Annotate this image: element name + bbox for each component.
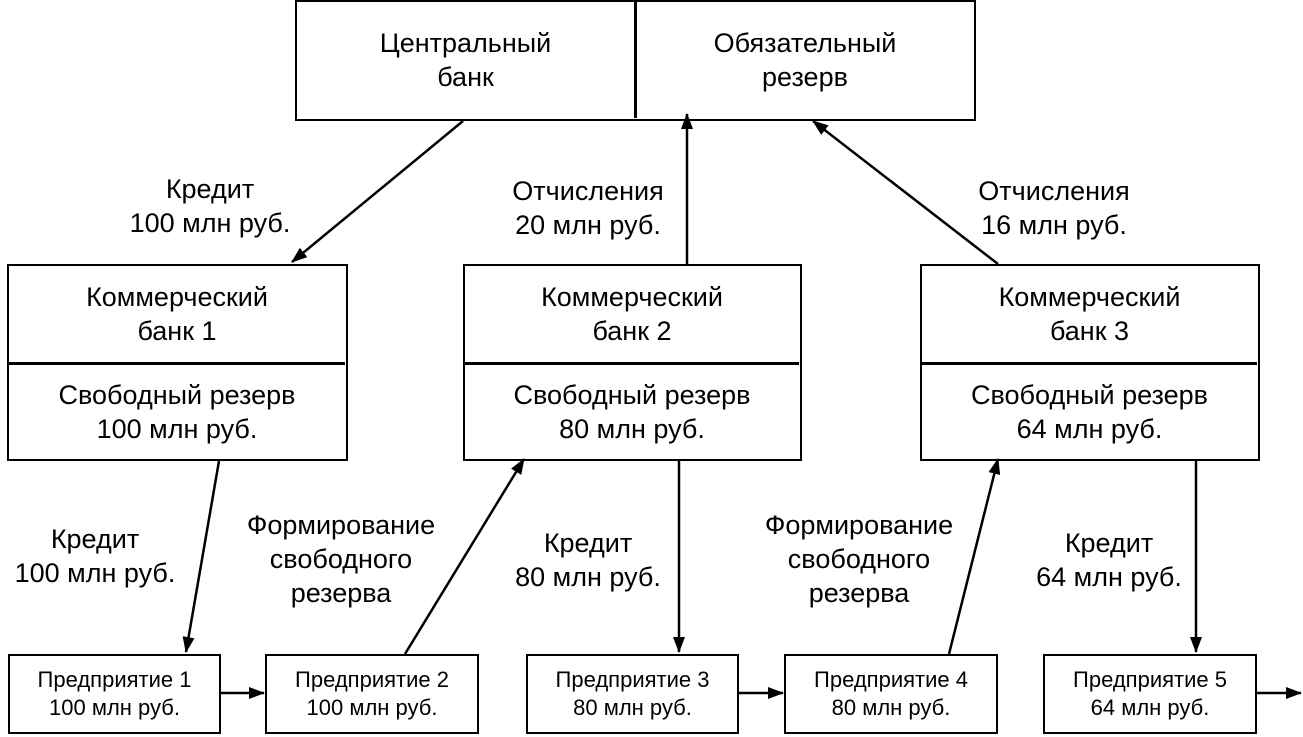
label-otch-1: Отчисления 20 млн руб. (490, 174, 686, 242)
bank-3-title-line2: банк 3 (1049, 316, 1130, 346)
enterprise-4: Предприятие 4 80 млн руб. (784, 654, 998, 734)
bank-1-reserve-label: Свободный резерв (58, 379, 296, 410)
label-otch-2: Отчисления 16 млн руб. (956, 174, 1152, 242)
label-form-1: Формирование свободного резерва (228, 508, 454, 610)
commercial-bank-2: Коммерческий банк 2 Свободный резерв 80 … (463, 264, 802, 461)
bank-1-title: Коммерческий банк 1 (9, 266, 345, 362)
label-form-2-line1: Формирование (764, 510, 954, 540)
label-otch-2-line1: Отчисления (978, 176, 1130, 206)
label-form-1-line2: свободного (269, 544, 413, 574)
central-divider (634, 2, 637, 118)
mandatory-reserve-line2: резерв (762, 62, 848, 92)
label-form-1-line3: резерва (290, 578, 392, 608)
label-otch-1-line2: 20 млн руб. (515, 210, 661, 240)
commercial-bank-1: Коммерческий банк 1 Свободный резерв 100… (7, 264, 348, 461)
bank-1-title-line1: Коммерческий (86, 282, 268, 312)
bank-1-title-line2: банк 1 (137, 316, 217, 346)
bank-1-free-reserve: Свободный резерв 100 млн руб. (9, 365, 345, 458)
label-otch-1-line1: Отчисления (512, 176, 664, 206)
label-credit-3-line1: Кредит (1064, 528, 1154, 558)
label-credit-2: Кредит 80 млн руб. (498, 526, 678, 594)
label-credit-1: Кредит 100 млн руб. (0, 522, 190, 590)
bank-2-free-reserve: Свободный резерв 80 млн руб. (465, 365, 799, 458)
label-credit-2-line2: 80 млн руб. (515, 562, 661, 592)
bank-1-reserve-amount: 100 млн руб. (96, 413, 258, 444)
mandatory-reserve-label: Обязательный резерв (637, 2, 973, 118)
label-otch-2-line2: 16 млн руб. (981, 210, 1127, 240)
central-bank-line2: банк (437, 62, 494, 92)
label-credit-2-line1: Кредит (543, 528, 633, 558)
enterprise-1-name: Предприятие 1 (37, 667, 192, 692)
enterprise-3: Предприятие 3 80 млн руб. (526, 654, 739, 734)
enterprise-5-amount: 64 млн руб. (1090, 695, 1210, 720)
bank-3-reserve-label: Свободный резерв (971, 379, 1208, 410)
arrow-bank1-to-ent1 (182, 460, 221, 653)
enterprise-4-amount: 80 млн руб. (831, 695, 951, 720)
label-credit-top: Кредит 100 млн руб. (110, 172, 310, 240)
label-form-2-line3: резерва (808, 578, 910, 608)
label-credit-3-line2: 64 млн руб. (1036, 562, 1182, 592)
bank-3-free-reserve: Свободный резерв 64 млн руб. (922, 365, 1257, 458)
label-credit-1-line2: 100 млн руб. (14, 558, 176, 588)
bank-2-title: Коммерческий банк 2 (465, 266, 799, 362)
commercial-bank-3: Коммерческий банк 3 Свободный резерв 64 … (920, 264, 1260, 461)
enterprise-3-amount: 80 млн руб. (573, 695, 692, 720)
bank-1-divider (9, 362, 345, 365)
enterprise-3-name: Предприятие 3 (555, 667, 710, 692)
bank-3-title-line1: Коммерческий (998, 282, 1181, 312)
arrow-bank3-to-reserve (812, 120, 999, 265)
enterprise-2: Предприятие 2 100 млн руб. (265, 654, 479, 734)
label-form-1-line1: Формирование (246, 510, 436, 540)
central-bank-label: Центральный банк (297, 2, 634, 118)
mandatory-reserve-line1: Обязательный (713, 28, 897, 58)
bank-2-title-line1: Коммерческий (541, 282, 723, 312)
arrow-central-to-bank1 (291, 120, 464, 263)
label-credit-top-line2: 100 млн руб. (129, 208, 291, 238)
enterprise-1-amount: 100 млн руб. (49, 695, 180, 720)
central-bank-line1: Центральный (379, 28, 552, 58)
bank-2-title-line2: банк 2 (592, 316, 672, 346)
label-credit-top-line1: Кредит (165, 174, 255, 204)
arrow-ent4-to-bank3 (947, 458, 1001, 655)
label-credit-1-line1: Кредит (50, 524, 140, 554)
label-form-2-line2: свободного (787, 544, 931, 574)
bank-2-reserve-amount: 80 млн руб. (559, 413, 705, 444)
enterprise-5-name: Предприятие 5 (1073, 667, 1227, 692)
enterprise-4-name: Предприятие 4 (814, 667, 968, 692)
bank-2-reserve-label: Свободный резерв (513, 379, 751, 410)
central-bank-box: Центральный банк Обязательный резерв (295, 0, 976, 121)
label-credit-3: Кредит 64 млн руб. (1016, 526, 1202, 594)
enterprise-1: Предприятие 1 100 млн руб. (8, 654, 221, 734)
label-form-2: Формирование свободного резерва (737, 508, 981, 610)
bank-3-title: Коммерческий банк 3 (922, 266, 1257, 362)
enterprise-2-name: Предприятие 2 (295, 667, 449, 692)
enterprise-2-amount: 100 млн руб. (306, 695, 438, 720)
bank-3-reserve-amount: 64 млн руб. (1016, 413, 1163, 444)
arrow-ent2-to-bank2 (403, 458, 526, 655)
bank-2-divider (465, 362, 799, 365)
bank-3-divider (922, 362, 1257, 365)
enterprise-5: Предприятие 5 64 млн руб. (1043, 654, 1257, 734)
